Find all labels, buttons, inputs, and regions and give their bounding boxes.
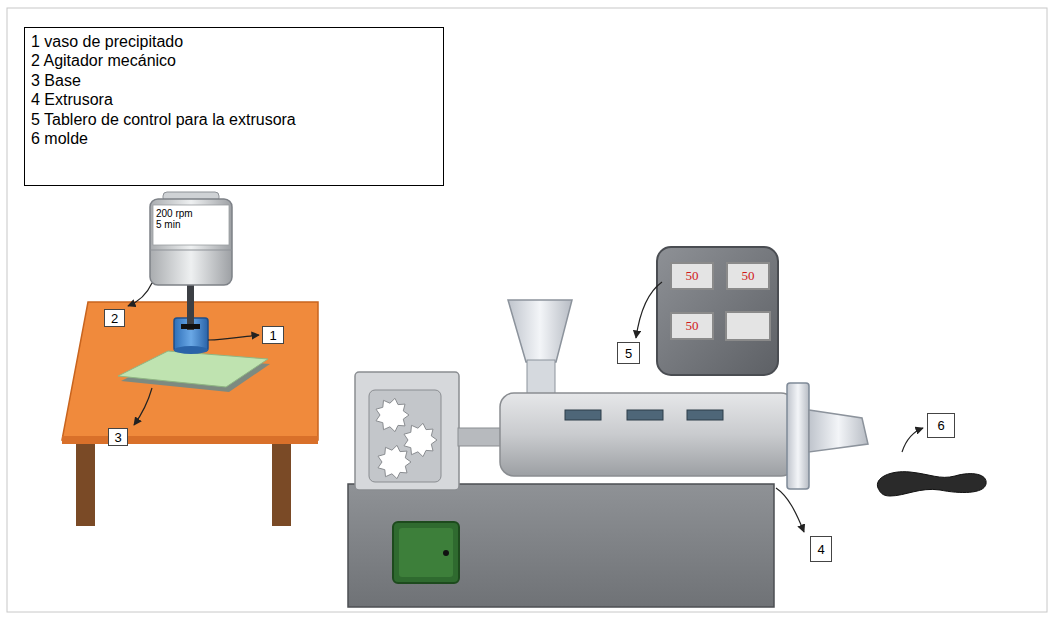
heater-slot: [565, 410, 601, 420]
legend-entry: 4 Extrusora: [31, 90, 437, 109]
callout-number: 4: [810, 536, 832, 562]
table: [62, 302, 318, 526]
display-value: 50: [742, 268, 755, 284]
motor-setting: 200 rpm: [156, 208, 230, 219]
gear: [404, 423, 437, 456]
leader-line: [902, 428, 923, 452]
gearbox: [355, 372, 459, 490]
table-leg: [76, 438, 95, 526]
display-value: 50: [686, 268, 699, 284]
callout-number: 6: [927, 413, 955, 438]
base-plate: [118, 351, 268, 387]
leader-line: [636, 282, 662, 338]
leader-line: [776, 488, 804, 532]
callout-number: 5: [617, 342, 640, 364]
table-leg: [272, 438, 291, 526]
motor-setting-label: 200 rpm5 min: [154, 207, 232, 243]
figure-frame: [7, 8, 1047, 612]
callout-number: 2: [111, 311, 118, 326]
display-blank: [726, 312, 770, 340]
callout-number: 3: [108, 428, 128, 446]
hopper-neck: [527, 360, 555, 396]
legend-entry: 1 vaso de precipitado: [31, 32, 437, 51]
temperature-display: 50: [670, 262, 714, 290]
legend-entry: 3 Base: [31, 71, 437, 90]
door-knob: [443, 550, 449, 556]
drive-shaft: [458, 428, 502, 446]
callout-number: 1: [262, 326, 284, 344]
housing-door-inner: [399, 528, 453, 577]
callout-number: 2: [104, 309, 125, 327]
legend-entry: 6 molde: [31, 129, 437, 148]
callout-number: 5: [625, 346, 632, 361]
beaker-bottom: [174, 346, 208, 354]
extruder-housing: [348, 484, 774, 607]
motor-label-plate: [153, 205, 229, 245]
stirrer-shaft: [187, 282, 194, 330]
motor-setting: 5 min: [156, 219, 230, 230]
legend-entry: 2 Agitador mecánico: [31, 51, 437, 70]
heater-slot: [687, 410, 723, 420]
stirrer-motor: [150, 192, 232, 285]
extruder-barrel: [500, 393, 795, 476]
callout-number: 3: [114, 430, 121, 445]
display-value: 50: [686, 318, 699, 334]
temperature-display: 50: [670, 312, 714, 340]
legend-entry: 5 Tablero de control para la extrusora: [31, 110, 437, 129]
heater-slot: [627, 410, 663, 420]
temperature-display: 50: [726, 262, 770, 290]
housing-door: [393, 522, 459, 583]
leader-line: [134, 388, 152, 425]
hopper: [508, 300, 572, 362]
callout-number: 1: [269, 328, 276, 343]
callout-number: 6: [937, 418, 944, 433]
legend-list-box: 1 vaso de precipitado2 Agitador mecánico…: [24, 27, 444, 186]
mold: [877, 472, 986, 496]
gear-set: [376, 398, 437, 478]
motor-body: [150, 199, 232, 285]
stirrer-blade: [181, 324, 200, 329]
control-panel: [657, 247, 778, 375]
gearbox-window: [369, 390, 441, 482]
gear: [378, 445, 411, 478]
table-edge: [62, 436, 318, 444]
motor-seam: [150, 250, 232, 251]
nozzle: [809, 410, 868, 452]
leader-line: [208, 335, 259, 340]
callout-number: 4: [817, 542, 824, 557]
leader-line: [128, 283, 152, 306]
die-flange: [787, 383, 809, 489]
gear: [376, 398, 409, 431]
